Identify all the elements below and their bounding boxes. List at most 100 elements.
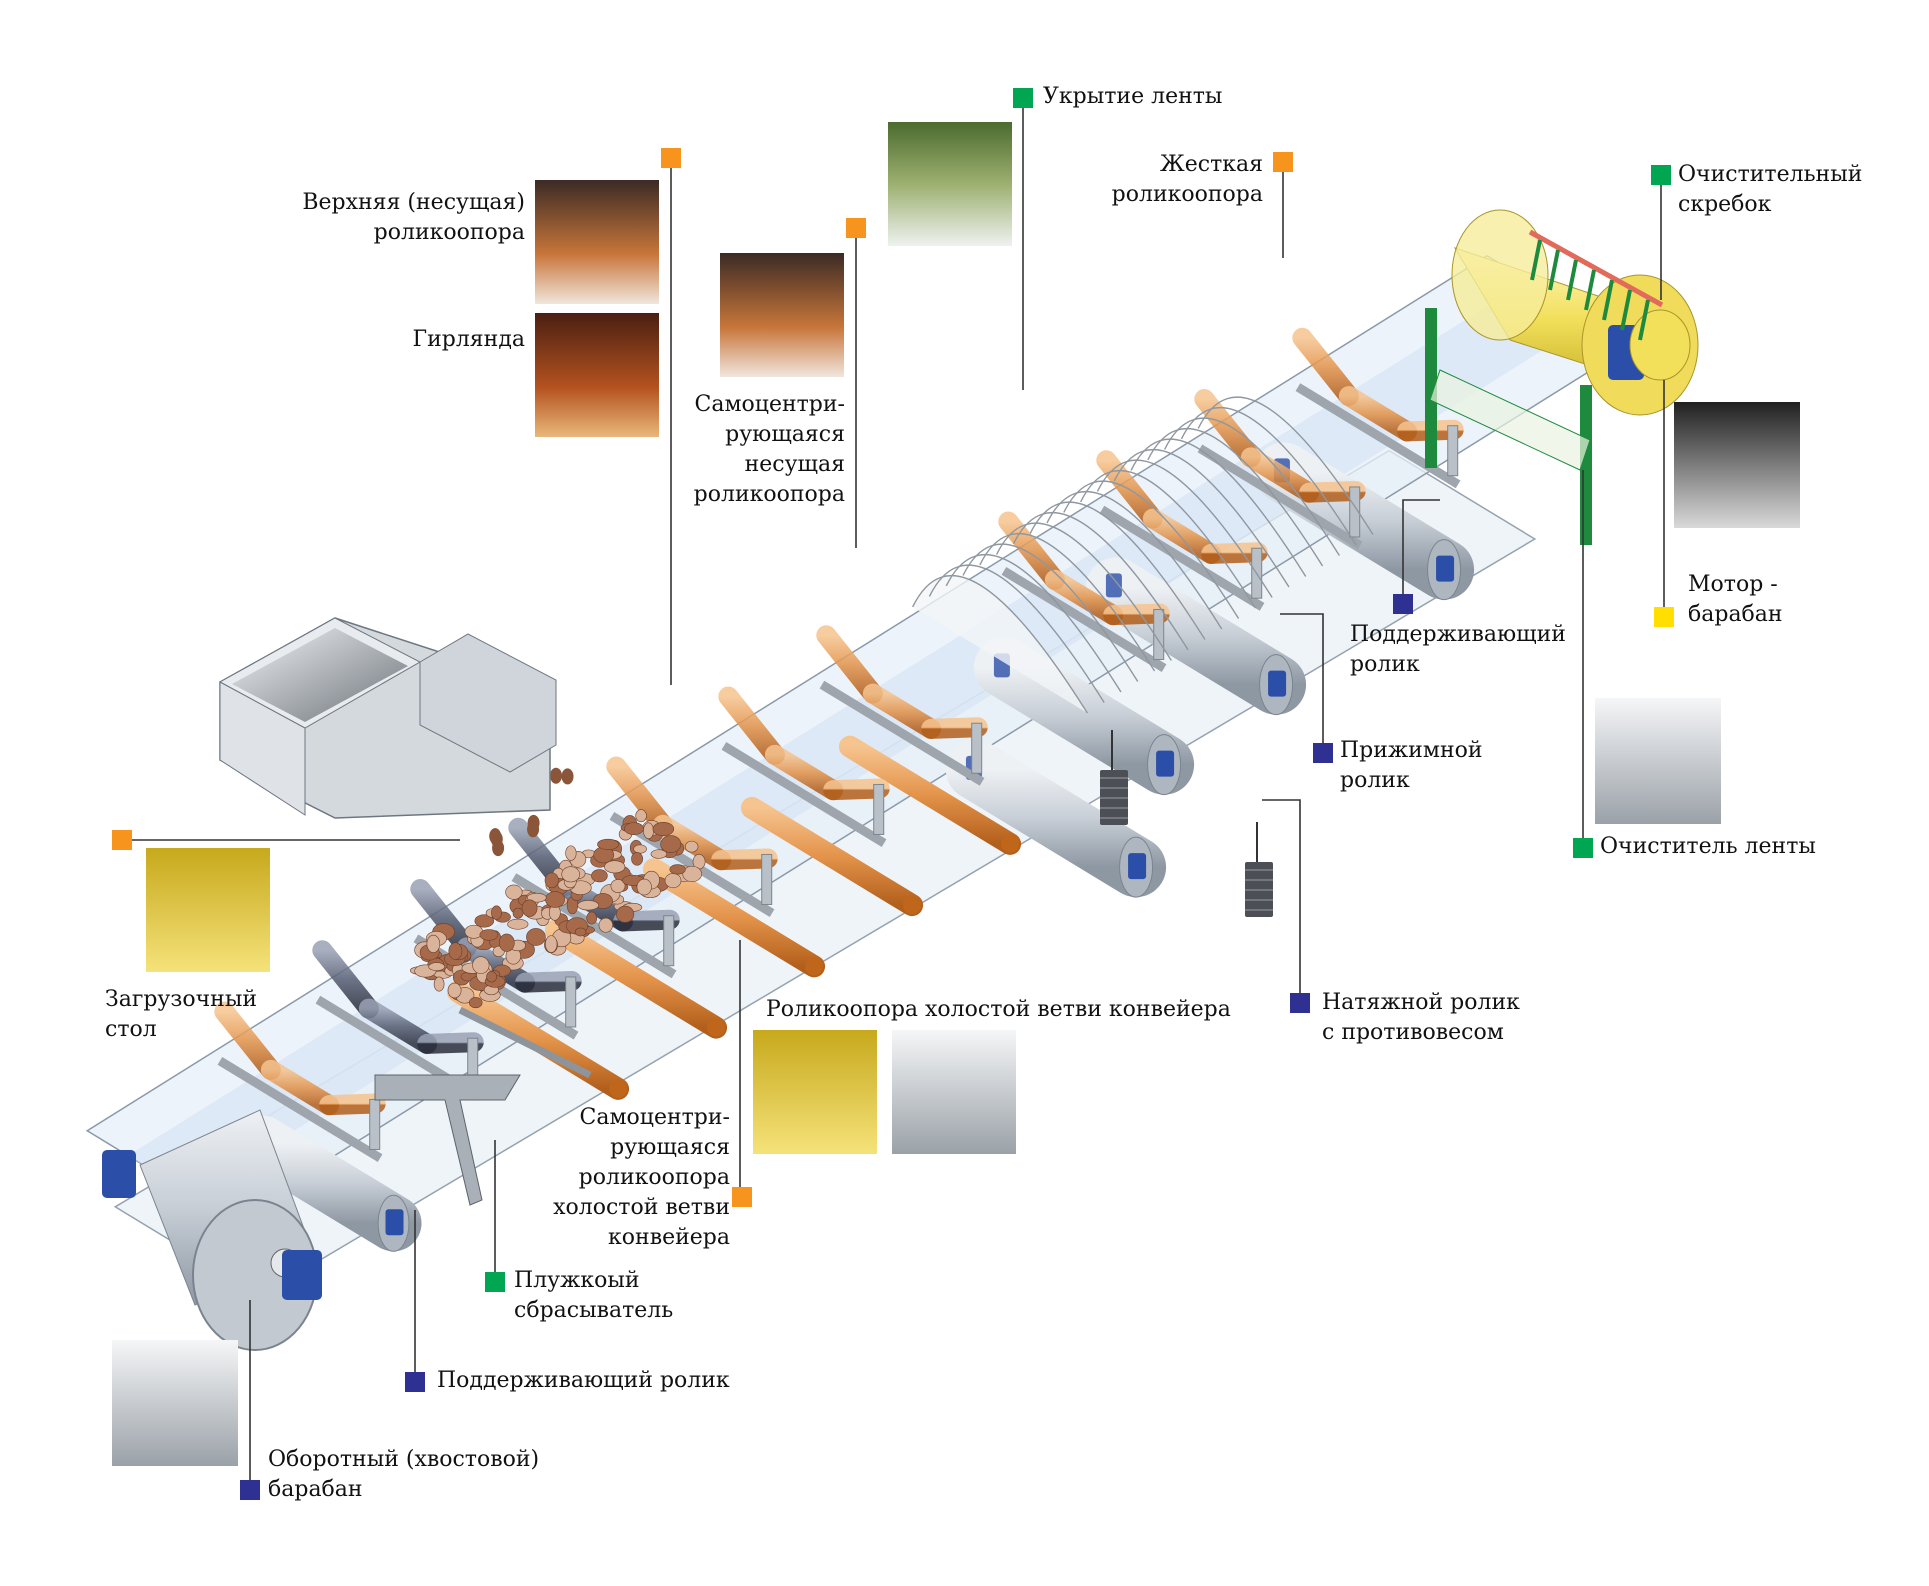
idler-roller [1103,603,1170,626]
falling-rock [492,840,505,857]
leader-lines [132,108,1665,1480]
label-loading-table: Загрузочный стол [105,985,257,1045]
counterweight [1100,770,1128,825]
label-line: холостой ветви [553,1195,730,1220]
idler-roller [319,1093,386,1116]
label-line: Очиститель ленты [1600,834,1816,859]
idler-set [718,686,890,847]
rock [498,933,515,952]
rock [428,962,446,972]
return-idler-end [903,896,922,915]
photo-motor-drum [1674,402,1800,528]
label-belt-cover: Укрытие ленты [1043,82,1222,112]
scraper-blade [1530,239,1542,281]
rock [479,929,499,941]
return-idler-roller [642,858,826,978]
cover-arc [1063,480,1240,619]
cover-arc [962,543,1139,682]
rock [491,905,502,920]
take-up-roller [945,739,1167,898]
cover-arc [1029,501,1206,640]
carrying-idlers [214,327,1464,1162]
bearing-block [1128,853,1147,880]
rock [545,891,565,908]
cover-arc [912,574,1088,714]
idler-set [410,879,582,1040]
idler-roller [312,940,379,1019]
rock [561,866,580,883]
photo-self-centering [720,253,844,377]
rock [616,905,635,923]
rock [447,982,462,999]
cover-arc [1130,438,1307,577]
idler-frame [1001,567,1167,672]
label-line: Верхняя (несущая) [302,190,525,215]
tail-bearing-front [282,1250,322,1300]
label-line: Самоцентри- [579,1105,731,1130]
rock [565,845,577,861]
return-idlers [446,735,1022,1100]
label-line: Плужкоый [514,1268,640,1293]
rock [472,956,490,974]
idler-bracket [1447,425,1459,477]
marker-orange-square [661,148,681,168]
idler-bracket [761,853,773,905]
marker-orange-square [732,1187,752,1207]
leader-line [1262,799,1301,993]
idler-roller [358,998,438,1054]
rock [650,849,668,859]
idler-roller [1044,569,1124,626]
rock [474,914,495,928]
idler-roller [214,1001,281,1080]
motor-cap [1629,309,1691,381]
label-line: барабан [268,1477,363,1502]
feed-hopper [218,617,557,819]
rock [684,840,699,853]
leader-line [1402,499,1440,594]
label-motor-drum: Мотор -барабан [1688,570,1783,630]
cover-arc [1046,490,1223,630]
label-line: скребок [1678,192,1772,217]
label-line: Укрытие ленты [1043,84,1223,109]
photo-return-idler-2 [892,1030,1016,1154]
label-line: Роликоопора холостой ветви конвейера [766,997,1231,1022]
support-roller [973,637,1195,795]
scraper-blade [1584,269,1596,311]
idler-frame [1197,444,1363,550]
idler-set [214,1001,386,1162]
label-line: Натяжной ролик [1322,990,1520,1015]
label-line: Загрузочный [105,987,258,1012]
label-line: Мотор - [1688,572,1778,597]
rock [591,869,608,883]
return-idler-end [609,1079,628,1098]
label-line: несущая [744,452,845,477]
support-roller-tail [234,1115,422,1252]
rock [652,821,675,836]
idler-set [998,511,1170,672]
label-line: стол [105,1017,157,1042]
photo-belt-cover [888,122,1012,246]
idler-roller [260,1059,340,1116]
rock [586,911,598,925]
plow-discharger [374,1006,592,1206]
cover-arc [1180,406,1357,546]
label-line: с противовесом [1322,1020,1504,1045]
rock [512,907,524,919]
idler-frame [217,1057,383,1162]
rock [597,838,620,850]
idler-bracket [971,722,983,774]
marker-blue-square [1290,993,1310,1013]
idler-bracket [1349,486,1361,538]
motor-drum-back [1451,209,1549,341]
marker-green-square [485,1272,505,1292]
scraper-blade [1602,279,1614,321]
idler-frame [721,742,887,847]
label-line: рующаяся [725,422,845,447]
marker-blue-square [1393,594,1413,614]
idler-roller [1338,386,1418,442]
